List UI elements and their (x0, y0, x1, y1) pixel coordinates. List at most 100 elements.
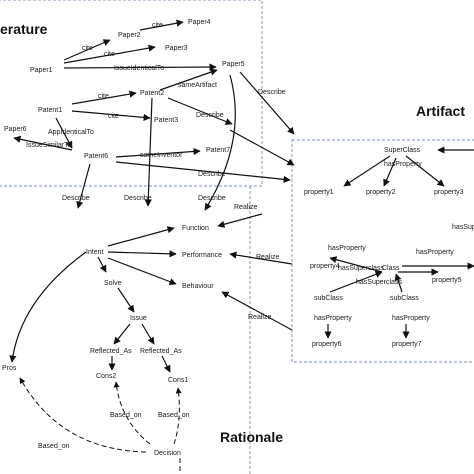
edge-patent1-patent6 (55, 117, 73, 149)
label-has-property-class-r: hasProperty (416, 249, 454, 256)
node-function: Function (182, 225, 209, 232)
node-patent2: Patent2 (140, 90, 164, 97)
edge-decision-cons2 (113, 381, 151, 445)
label-based-on-3: Based_on (38, 443, 70, 450)
node-property2: property2 (366, 189, 396, 196)
edge-decision-pros (19, 377, 147, 453)
node-property3: property3 (434, 189, 464, 196)
edge-issue-reflect1 (141, 323, 155, 345)
node-subclass-a: subClass (314, 295, 343, 302)
node-class: Class (382, 265, 400, 272)
node-paper1: Paper1 (30, 67, 53, 74)
edge-paper1-paper5 (63, 63, 217, 71)
label-describe-3: Describe (198, 195, 226, 202)
label-issue-similar: IssueSimilarTo (26, 142, 72, 149)
label-cite-p1-p3: cite (104, 51, 115, 58)
label-describe-p5: Describe (258, 89, 286, 96)
literature-title: erature (0, 21, 48, 37)
edge-decision-cons1 (173, 387, 182, 445)
label-reflected-as-2: Reflected_As (90, 348, 132, 355)
label-describe-pt2: Describe (196, 112, 224, 119)
edge-patent1-patent3 (71, 110, 151, 122)
label-realize-function: Realize (234, 204, 257, 211)
edge-sub-b-class (394, 273, 403, 293)
label-describe-pt6: Describe (198, 171, 226, 178)
label-cite-p2-p4: cite (152, 22, 163, 29)
node-decision: Decision (154, 450, 181, 457)
label-has-property-class-l: hasProperty (328, 245, 366, 252)
label-cite-pt1-pt2: cite (98, 93, 109, 100)
label-same-inventor: sameInventor (140, 152, 183, 159)
label-has-property-super: hasProperty (384, 161, 422, 168)
node-superclass: SuperClass (384, 147, 421, 154)
label-issue-identical: IssueIdenticalTo (114, 65, 164, 72)
edge-paper2-paper4 (139, 19, 184, 31)
edge-sub-a-class (329, 270, 383, 293)
node-paper4: Paper4 (188, 19, 211, 26)
node-paper2: Paper2 (118, 32, 141, 39)
node-patent3: Patent3 (154, 117, 178, 124)
edge-class-p4 (329, 256, 383, 273)
edge-patent6-patent7 (115, 147, 201, 158)
label-based-on-2: Based_on (158, 412, 190, 419)
node-performance: Performance (182, 252, 222, 259)
label-cite-p1-p2: cite (82, 45, 93, 52)
label-has-property-sub-a: hasProperty (314, 315, 352, 322)
edge-intent-function (107, 226, 175, 247)
label-realize-behaviour: Realize (248, 314, 271, 321)
edge-intent-performance (107, 250, 177, 258)
label-cite-pt1-pt3: cite (108, 113, 119, 120)
label-reflected-as-1: Reflected_As (140, 348, 182, 355)
node-property6: property6 (312, 341, 342, 348)
edge-patent6-describe (76, 163, 91, 209)
node-issue: Issue (130, 315, 147, 322)
edge-paper5-curve (204, 74, 236, 211)
edge-issue-reflect2 (113, 323, 131, 345)
node-paper6: Paper6 (4, 126, 27, 133)
literature-box (0, 0, 263, 187)
node-cons1: Cons1 (168, 377, 188, 384)
edge-describe-artifact (229, 129, 295, 166)
node-paper5: Paper5 (222, 61, 245, 68)
label-has-superclass: hasSuperclass (338, 265, 384, 272)
artifact-box (291, 139, 474, 363)
edge-realize-performance (229, 251, 293, 265)
edge-intent-solve (97, 256, 107, 273)
label-has-superclass-b: hasSuperclass (356, 279, 402, 286)
edge-patent2-paper5 (159, 68, 218, 91)
edge-solve-issue (117, 287, 135, 313)
node-patent7: Patent7 (206, 147, 230, 154)
node-paper3: Paper3 (165, 45, 188, 52)
label-has-property-sub-b: hasProperty (392, 315, 430, 322)
rationale-title: Rationale (220, 429, 283, 445)
edge-patent2-describe (167, 97, 233, 125)
edge-reflect1-cons1 (161, 355, 171, 373)
edge-intent-behaviour (107, 257, 177, 286)
node-subclass-b: subClass (390, 295, 419, 302)
node-property4: property4 (310, 263, 340, 270)
edge-super-p1 (343, 155, 391, 187)
edge-patent6-paper6 (13, 135, 73, 151)
node-property7: property7 (392, 341, 422, 348)
edge-patent1-patent2 (71, 90, 137, 105)
label-describe-1: Describe (62, 195, 90, 202)
node-cons2: Cons2 (96, 373, 116, 380)
edge-realize-function (217, 213, 263, 228)
node-pros: Pros (2, 365, 17, 372)
edge-super-p3 (405, 155, 445, 187)
edge-paper1-paper3 (63, 44, 156, 64)
artifact-title: Artifact (416, 103, 465, 119)
node-patent1: Patent1 (38, 107, 62, 114)
label-same-artifact: sameArtifact (178, 82, 217, 89)
label-has-super-right: hasSuper (452, 224, 474, 231)
node-property5: property5 (432, 277, 462, 284)
edge-intent-pros (9, 251, 87, 363)
label-solve: Solve (104, 280, 122, 287)
node-patent6: Patent6 (84, 153, 108, 160)
label-describe-2: Describe (124, 195, 152, 202)
edge-patent6-artifact (115, 161, 291, 183)
node-property1: property1 (304, 189, 334, 196)
edge-super-p2 (383, 157, 397, 187)
edge-patent2-down (144, 97, 153, 207)
